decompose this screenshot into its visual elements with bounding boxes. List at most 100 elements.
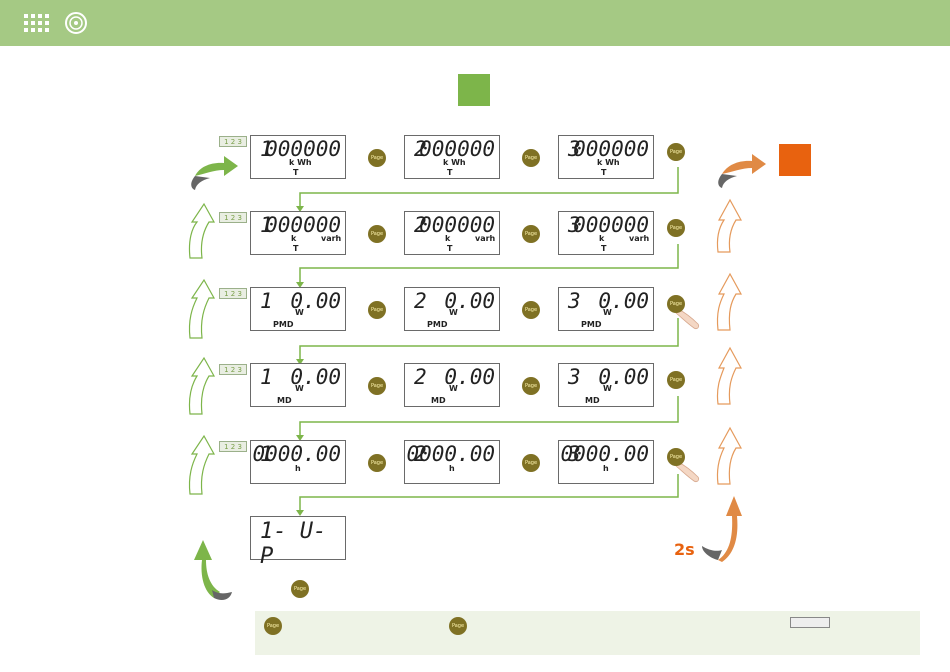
- display-unit: h: [295, 464, 301, 473]
- display-index: 3: [568, 137, 581, 161]
- display-unit: h: [449, 464, 455, 473]
- page-button[interactable]: Page: [368, 454, 386, 472]
- page-button[interactable]: Page: [522, 301, 540, 319]
- page-button[interactable]: Page: [522, 454, 540, 472]
- display-sub-label: T: [293, 244, 299, 253]
- display-sub-label: PMD: [427, 320, 448, 329]
- display-unit: W: [449, 308, 458, 317]
- display-unit: W: [449, 384, 458, 393]
- page-button-bottom[interactable]: Page: [291, 580, 309, 598]
- display-index: 1: [260, 365, 273, 389]
- display-value: 0000.00: [252, 442, 341, 466]
- green-square-marker: [458, 74, 490, 106]
- display-index: 1: [260, 213, 273, 237]
- row-badge-1: 1 2 3: [219, 136, 247, 147]
- display-index: 3: [568, 365, 581, 389]
- display-unit: varh: [321, 234, 342, 243]
- display-value: 0.00: [444, 289, 495, 313]
- display-unit: varh: [629, 234, 650, 243]
- page-button[interactable]: Page: [667, 143, 685, 161]
- display-value: 000000: [419, 137, 495, 161]
- page-button[interactable]: Page: [522, 377, 540, 395]
- display-index: 3: [568, 213, 581, 237]
- display-index: 1: [260, 289, 273, 313]
- display-sub-label: T: [447, 244, 453, 253]
- dial-icon[interactable]: [64, 12, 88, 36]
- row-badge-3: 1 2 3: [219, 288, 247, 299]
- display-unit: W: [295, 308, 304, 317]
- display-unit-prefix: k: [291, 234, 297, 243]
- orange-square-marker: [779, 144, 811, 176]
- page-button[interactable]: Page: [368, 225, 386, 243]
- page-button[interactable]: Page: [522, 225, 540, 243]
- display-value: 0.00: [290, 365, 341, 389]
- display-value: 0.00: [290, 289, 341, 313]
- display-index: 2: [414, 289, 427, 313]
- display-index: 1: [260, 442, 273, 466]
- display-unit: W: [295, 384, 304, 393]
- display-index: 2: [414, 213, 427, 237]
- legend-rect: [790, 617, 830, 628]
- display-index: 3: [568, 442, 581, 466]
- display-index: 1: [260, 137, 273, 161]
- page-button[interactable]: Page: [667, 371, 685, 389]
- display-unit-prefix: k: [599, 234, 605, 243]
- display-value: 000000: [573, 213, 649, 237]
- grid-menu-icon[interactable]: [24, 12, 50, 34]
- display-value: 000000: [419, 213, 495, 237]
- display-value: 000000: [573, 137, 649, 161]
- page-button[interactable]: Page: [667, 448, 685, 466]
- display-sub-label: T: [601, 244, 607, 253]
- final-display-text: 1- U- P: [260, 519, 327, 569]
- display-sub-label: MD: [585, 396, 600, 405]
- display-value: 000000: [265, 213, 341, 237]
- hold-duration-label: 2s: [674, 540, 695, 559]
- page-button[interactable]: Page: [368, 301, 386, 319]
- display-value: 0.00: [444, 365, 495, 389]
- header-bar: [0, 0, 950, 46]
- display-value: 000000: [265, 137, 341, 161]
- page-button-hold-legend[interactable]: Page: [449, 617, 467, 635]
- display-unit: k Wh: [597, 158, 620, 167]
- display-unit: varh: [475, 234, 496, 243]
- display-sub-label: MD: [431, 396, 446, 405]
- lcd-final-display: 1- U- P: [250, 516, 346, 569]
- display-index: 2: [414, 365, 427, 389]
- row-badge-2: 1 2 3: [219, 212, 247, 223]
- page-button-press-legend[interactable]: Page: [264, 617, 282, 635]
- display-sub-label: T: [293, 168, 299, 177]
- page-button[interactable]: Page: [667, 219, 685, 237]
- display-unit-prefix: k: [445, 234, 451, 243]
- display-unit: k Wh: [289, 158, 312, 167]
- display-sub-label: T: [601, 168, 607, 177]
- page-button[interactable]: Page: [522, 149, 540, 167]
- row-badge-5: 1 2 3: [219, 441, 247, 452]
- display-unit: W: [603, 308, 612, 317]
- display-value: 0.00: [598, 365, 649, 389]
- display-unit: W: [603, 384, 612, 393]
- display-sub-label: PMD: [273, 320, 294, 329]
- display-index: 2: [414, 137, 427, 161]
- page-button[interactable]: Page: [368, 377, 386, 395]
- page-button[interactable]: Page: [368, 149, 386, 167]
- row-badge-4: 1 2 3: [219, 364, 247, 375]
- display-value: 0.00: [598, 289, 649, 313]
- display-sub-label: T: [447, 168, 453, 177]
- page-button[interactable]: Page: [667, 295, 685, 313]
- display-sub-label: MD: [277, 396, 292, 405]
- display-value: 0000.00: [560, 442, 649, 466]
- display-index: 3: [568, 289, 581, 313]
